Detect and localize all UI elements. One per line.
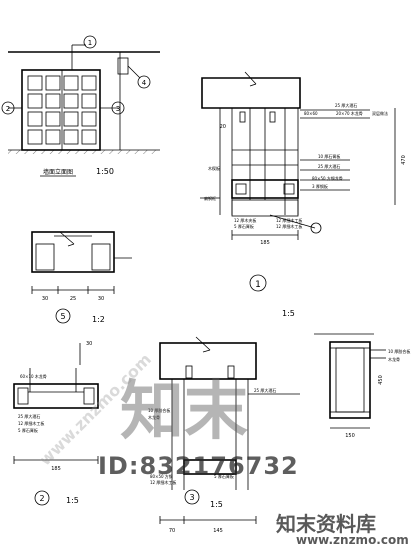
elevation-scale: 1:50 <box>96 167 114 176</box>
detail-1-label-5: 木楔板 <box>208 165 220 171</box>
detail-3-dim-a: 70 <box>169 528 175 534</box>
detail-1-number: 1 <box>255 280 261 290</box>
detail-1-label-6: 25 厚大理石 <box>318 163 340 169</box>
detail-2-dim-top: 30 <box>86 341 92 347</box>
detail-3-label-2: 25 厚大理石 <box>254 387 276 393</box>
detail-3-label-4: 12 厚细木工板 <box>150 479 176 485</box>
detail-3-label-0: 10 厚胶合板 <box>148 407 170 413</box>
detail-4-drawing <box>314 333 386 429</box>
detail-1-label-1: 双层做法 <box>372 110 388 116</box>
detail-1-label-11: 5 厚石膏板 <box>234 223 254 229</box>
detail-4-label-0: 10 厚胶合板 <box>388 348 410 354</box>
detail-1-label-9: 3 厚钢板 <box>312 183 328 189</box>
detail-1-label-12: 12 厚细木工板 <box>276 217 302 223</box>
detail-5-dim-c: 30 <box>98 296 104 302</box>
detail-2-label-0: 60×10 木龙骨 <box>20 373 47 379</box>
detail-2-number: 2 <box>39 494 44 503</box>
detail-2-label-1: 25 厚大理石 <box>18 413 40 419</box>
detail-1-label-10: 12 厚木夹板 <box>234 217 256 223</box>
detail-2-label-2: 12 厚细木工板 <box>18 420 44 426</box>
watermark-brand: 知末 <box>120 375 248 449</box>
elevation-callout-3 <box>111 101 125 115</box>
detail-3-scale: 1:5 <box>210 500 223 509</box>
detail-1-label-3: 20×70 木龙骨 <box>336 110 363 116</box>
detail-3-label-5: 5 厚石膏板 <box>214 473 234 479</box>
detail-3-drawing <box>159 336 300 524</box>
detail-1-marker <box>249 274 267 292</box>
detail-1-scale: 1:5 <box>282 309 295 318</box>
detail-3-dim-b: 145 <box>213 528 223 534</box>
detail-2-drawing <box>13 343 99 464</box>
detail-3-number: 3 <box>189 493 194 502</box>
detail-1-sub-marker <box>310 222 322 234</box>
detail-3-label-3: 80×50 方钢 <box>150 473 173 479</box>
detail-1-label-8: 80×50 方钢龙骨 <box>312 175 343 181</box>
detail-1-label-13: 12 厚细木工板 <box>276 223 302 229</box>
elevation-callout-2 <box>1 101 15 115</box>
elevation-callout-4 <box>137 75 151 89</box>
detail-1-label-0: 25 厚大理石 <box>335 102 357 108</box>
callout-3-label: 3 <box>116 105 120 113</box>
detail-1-dim-top: 20 <box>220 124 226 130</box>
detail-3-label-1: 木龙骨 <box>148 414 160 420</box>
callout-4-label: 4 <box>142 79 147 87</box>
detail-1-dim-height: 470 <box>401 155 407 165</box>
detail-2-dim-width: 185 <box>51 466 61 472</box>
detail-2-scale: 1:5 <box>66 496 79 505</box>
watermark-id: ID:832176732 <box>98 452 299 480</box>
detail-5-marker <box>55 308 71 324</box>
detail-5-dim-b: 25 <box>70 296 76 302</box>
watermark-site-name: 知末资料库 <box>276 512 376 536</box>
detail-2-label-3: 5 厚石膏板 <box>18 427 38 433</box>
detail-1-drawing <box>200 71 396 240</box>
detail-4-label-1: 木龙骨 <box>388 356 400 362</box>
detail-5-scale: 1:2 <box>92 315 105 324</box>
window-grid <box>27 75 97 145</box>
callout-1-label: 1 <box>88 39 92 47</box>
detail-1-label-4: 10 厚石膏板 <box>318 153 340 159</box>
detail-1-dim-width: 185 <box>260 240 270 246</box>
elevation-title: 墙面立面图 <box>43 168 73 176</box>
elevation-drawing <box>8 44 160 177</box>
detail-1-label-7: 扁钢框 <box>204 195 216 201</box>
detail-1-label-2: 80×60 <box>304 111 318 116</box>
detail-4-dim-width: 150 <box>345 433 355 439</box>
watermark-url: www.znzmo.com <box>296 533 409 547</box>
detail-5-number: 5 <box>60 312 65 321</box>
callout-2-label: 2 <box>6 105 10 113</box>
detail-2-marker <box>34 490 50 506</box>
detail-3-marker <box>184 489 200 505</box>
elevation-callout-1 <box>83 35 97 49</box>
detail-4-dim-height: 450 <box>378 375 384 385</box>
detail-5-drawing <box>31 231 132 294</box>
detail-5-dim-a: 30 <box>42 296 48 302</box>
